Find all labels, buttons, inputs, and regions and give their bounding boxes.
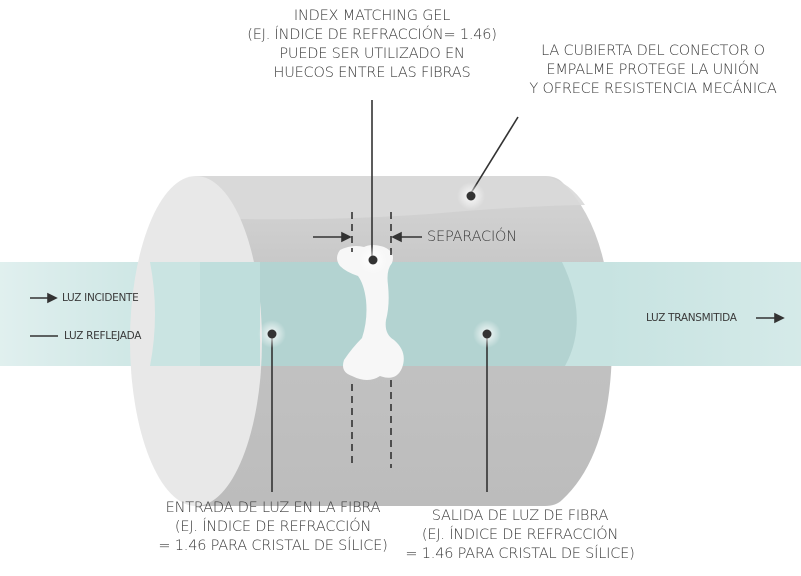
splice-cover-highlight — [196, 176, 585, 220]
fiber-right-outside — [606, 262, 801, 366]
fiber-inside-cover — [196, 262, 612, 366]
cover-label-line-1: LA CUBIERTA DEL CONECTOR O — [541, 43, 765, 59]
output-label-line-3: = 1.46 PARA CRISTAL DE SÍLICE) — [405, 546, 635, 562]
reflected-label: LUZ REFLEJADA — [64, 330, 142, 342]
output-label-line-2: (EJ. ÍNDICE DE REFRACCIÓN — [421, 527, 619, 543]
cover-label-line-2: EMPALME PROTEGE LA UNIÓN — [546, 62, 760, 78]
fiber-end-face — [150, 262, 209, 366]
transmitted-light-arrow — [756, 312, 785, 324]
input-label-line-3: = 1.46 PARA CRISTAL DE SÍLICE) — [158, 538, 388, 554]
separation-label-text: SEPARACIÓN — [427, 229, 517, 245]
incident-label: LUZ INCIDENTE — [62, 292, 139, 304]
gel-label-line-1: INDEX MATCHING GEL — [293, 8, 451, 24]
input-label: ENTRADA DE LUZ EN LA FIBRA (EJ. ÍNDICE D… — [123, 499, 423, 556]
index-matching-gel — [337, 245, 404, 380]
fiber-right-cap — [562, 262, 606, 366]
fiber-left-join — [200, 262, 260, 366]
leader-lines — [271, 100, 519, 492]
transmitted-label: LUZ TRANSMITIDA — [646, 312, 737, 324]
incident-light-arrow — [30, 292, 58, 304]
gap-dashed-lines — [351, 212, 392, 468]
output-label-line-1: SALIDA DE LUZ DE FIBRA — [431, 508, 609, 524]
output-label: SALIDA DE LUZ DE FIBRA (EJ. ÍNDICE DE RE… — [370, 507, 670, 564]
input-label-line-1: ENTRADA DE LUZ EN LA FIBRA — [165, 500, 381, 516]
gel-label-line-3: PUEDE SER UTILIZADO EN — [279, 46, 465, 62]
separation-arrows — [313, 231, 422, 243]
separation-label: SEPARACIÓN — [427, 228, 517, 247]
cover-label-line-3: Y OFRECE RESISTENCIA MECÁNICA — [529, 81, 777, 97]
gel-label-line-2: (EJ. ÍNDICE DE REFRACCIÓN= 1.46) — [247, 27, 497, 43]
cover-label: LA CUBIERTA DEL CONECTOR O EMPALME PROTE… — [508, 42, 798, 99]
gel-label: INDEX MATCHING GEL (EJ. ÍNDICE DE REFRAC… — [222, 7, 522, 83]
input-label-line-2: (EJ. ÍNDICE DE REFRACCIÓN — [174, 519, 372, 535]
callout-dots — [258, 182, 501, 348]
gel-label-line-4: HUECOS ENTRE LAS FIBRAS — [273, 65, 471, 81]
